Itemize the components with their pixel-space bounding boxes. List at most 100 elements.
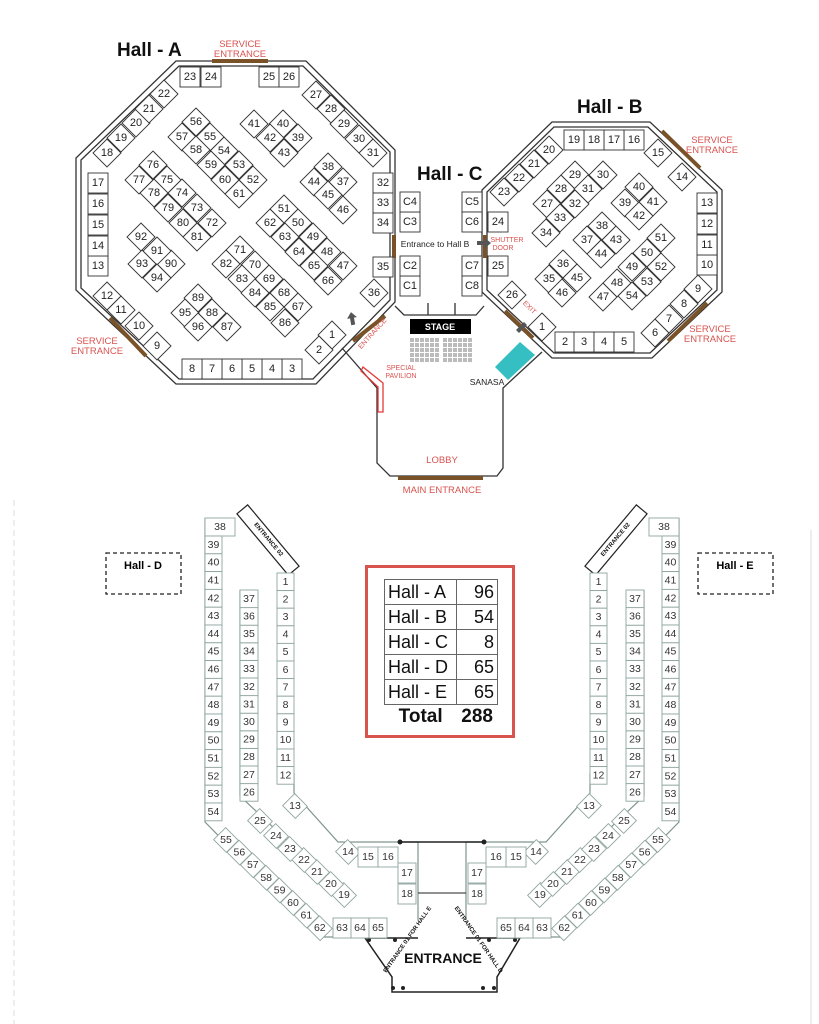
booth[interactable]: 8 (669, 289, 699, 319)
booth[interactable]: 7 (201, 358, 223, 380)
booth[interactable]: 12 (589, 766, 608, 785)
booth[interactable]: 13 (87, 255, 109, 277)
booth[interactable]: 18 (397, 883, 417, 905)
booth[interactable]: 27 (239, 765, 259, 785)
booth[interactable]: 52 (204, 766, 223, 786)
booth[interactable]: 4 (589, 625, 608, 644)
booth[interactable]: 1 (589, 572, 608, 592)
booth[interactable]: 28 (625, 747, 645, 767)
booth[interactable]: 18 (583, 129, 605, 151)
booth[interactable]: 45 (661, 642, 680, 662)
booth[interactable]: 59 (196, 150, 226, 180)
booth[interactable]: 45 (313, 180, 343, 210)
booth[interactable]: 85 (255, 292, 285, 322)
booth[interactable]: 19 (563, 129, 585, 151)
booth[interactable]: 15 (87, 214, 109, 236)
booth[interactable]: 47 (661, 677, 680, 697)
booth[interactable]: 33 (239, 659, 259, 679)
booth[interactable]: 51 (661, 749, 680, 768)
booth[interactable]: 43 (601, 225, 631, 255)
booth[interactable]: 33 (625, 659, 645, 679)
booth[interactable]: 10 (696, 254, 718, 276)
booth[interactable]: 47 (204, 677, 223, 697)
booth[interactable]: 73 (182, 193, 212, 223)
booth[interactable]: 54 (661, 802, 680, 822)
booth[interactable]: C6 (461, 211, 483, 233)
booth[interactable]: 12 (696, 213, 718, 235)
booth[interactable]: 23 (580, 835, 608, 863)
booth[interactable]: 62 (306, 915, 333, 942)
booth[interactable]: 87 (212, 312, 242, 342)
booth[interactable]: 62 (551, 915, 578, 942)
booth[interactable]: 30 (239, 712, 259, 732)
booth[interactable]: 40 (661, 553, 680, 573)
booth[interactable]: 54 (204, 802, 223, 822)
booth[interactable]: 63 (532, 917, 552, 939)
booth[interactable]: 42 (204, 588, 223, 608)
booth[interactable]: C5 (461, 191, 483, 213)
booth[interactable]: 25 (246, 807, 274, 835)
booth[interactable]: 2 (276, 590, 295, 609)
booth[interactable]: 36 (239, 607, 259, 626)
booth[interactable]: 43 (661, 606, 680, 626)
booth[interactable]: 43 (269, 138, 299, 168)
booth[interactable]: 38 (313, 152, 343, 182)
booth[interactable]: 21 (134, 94, 164, 124)
booth[interactable]: 49 (617, 252, 647, 282)
booth[interactable]: 44 (661, 624, 680, 644)
booth[interactable]: 64 (514, 917, 534, 939)
booth[interactable]: 27 (625, 765, 645, 785)
booth[interactable]: 24 (594, 822, 622, 850)
booth[interactable]: 8 (276, 695, 295, 715)
booth[interactable]: 64 (284, 237, 314, 267)
booth[interactable]: 65 (368, 917, 388, 939)
booth[interactable]: C8 (461, 275, 483, 297)
booth[interactable]: 16 (87, 193, 109, 215)
booth[interactable]: 63 (270, 222, 300, 252)
booth[interactable]: 31 (358, 138, 388, 168)
booth[interactable]: 38 (204, 517, 236, 537)
booth[interactable]: 6 (589, 660, 608, 680)
booth[interactable]: 26 (497, 280, 527, 310)
booth[interactable]: 45 (204, 642, 223, 662)
booth[interactable]: 3 (589, 607, 608, 627)
booth[interactable]: 38 (648, 517, 680, 537)
booth[interactable]: 46 (547, 278, 577, 308)
booth[interactable]: 40 (624, 172, 654, 202)
booth[interactable]: 17 (603, 129, 625, 151)
booth[interactable]: 36 (625, 607, 645, 626)
booth[interactable]: 47 (328, 251, 358, 281)
booth[interactable]: 2 (589, 590, 608, 609)
booth[interactable]: 82 (211, 249, 241, 279)
booth[interactable]: 52 (661, 766, 680, 786)
booth[interactable]: 51 (204, 749, 223, 768)
booth[interactable]: 18 (92, 138, 122, 168)
booth[interactable]: 78 (139, 178, 169, 208)
booth[interactable]: 5 (276, 642, 295, 662)
booth[interactable]: 28 (239, 747, 259, 767)
booth[interactable]: 4 (276, 625, 295, 644)
booth[interactable]: 4 (593, 331, 615, 353)
booth[interactable]: 49 (661, 713, 680, 733)
booth[interactable]: 23 (489, 177, 519, 207)
booth[interactable]: 39 (204, 535, 223, 555)
booth[interactable]: 16 (377, 846, 399, 868)
booth[interactable]: 25 (258, 66, 280, 88)
booth[interactable]: 10 (276, 730, 295, 750)
booth[interactable]: 9 (142, 331, 172, 361)
booth[interactable]: 49 (204, 713, 223, 733)
booth[interactable]: 5 (589, 642, 608, 662)
booth[interactable]: 84 (240, 278, 270, 308)
booth[interactable]: 13 (281, 792, 309, 820)
booth[interactable]: 2 (554, 331, 576, 353)
booth[interactable]: 8 (589, 695, 608, 715)
booth[interactable]: 20 (534, 135, 564, 165)
booth[interactable]: 65 (299, 251, 329, 281)
booth[interactable]: 34 (239, 642, 259, 661)
booth[interactable]: 8 (181, 358, 203, 380)
booth[interactable]: 25 (610, 807, 638, 835)
booth[interactable]: 46 (204, 660, 223, 679)
booth[interactable]: 15 (505, 846, 527, 868)
booth[interactable]: 19 (106, 123, 136, 153)
booth[interactable]: 12 (92, 281, 122, 311)
